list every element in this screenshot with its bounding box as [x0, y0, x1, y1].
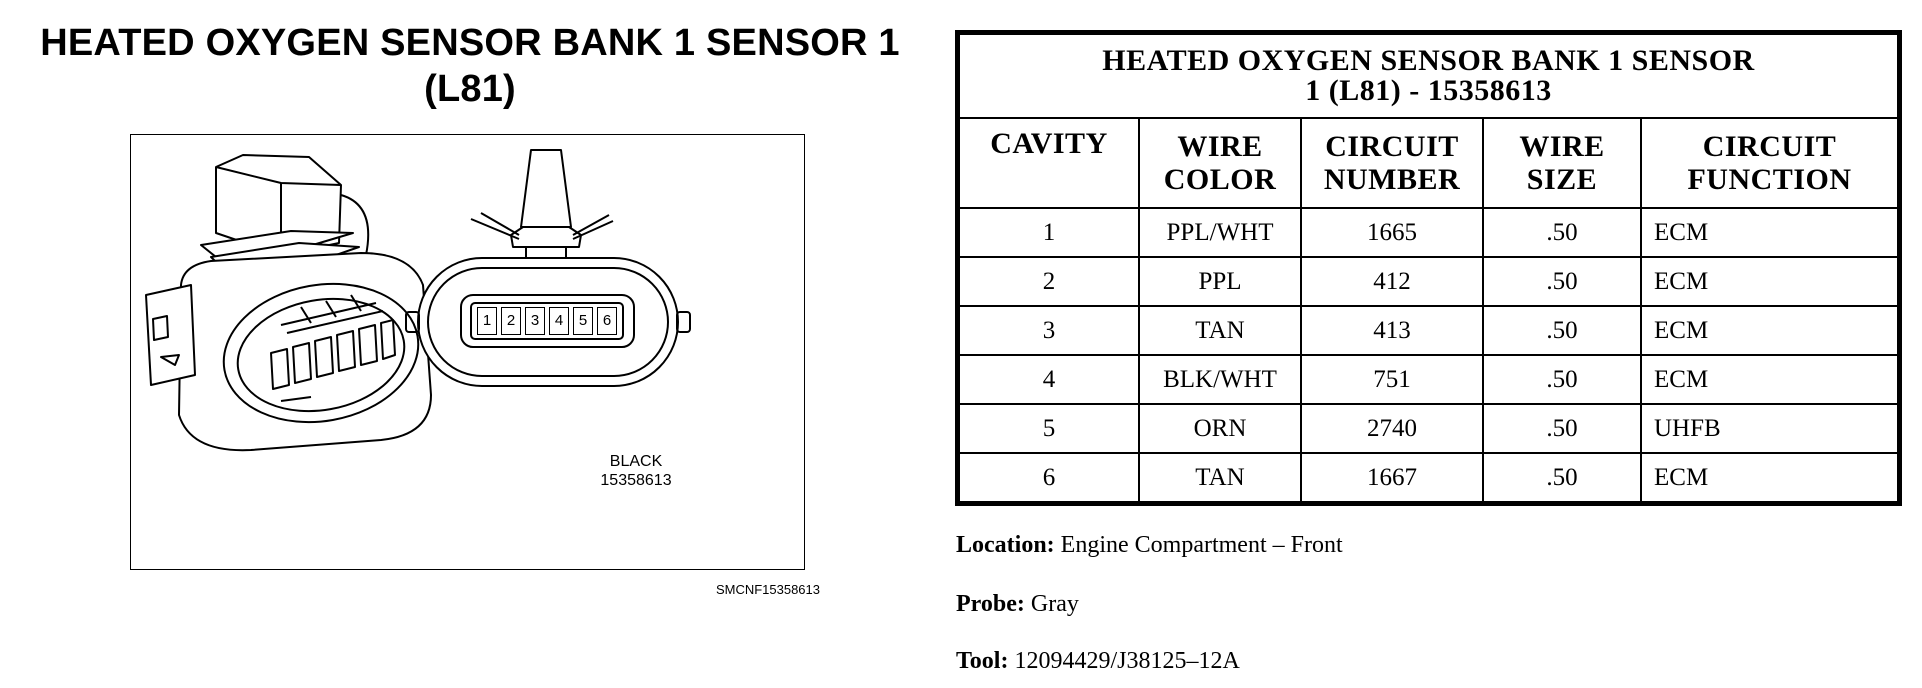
- connector-drawing: [145, 149, 691, 452]
- header-wire-size: WIRE SIZE: [1482, 117, 1642, 209]
- connector-illustration: 1 2 3 4 5 6: [130, 134, 805, 570]
- cell-circuit-number: 2740: [1300, 403, 1484, 454]
- table-title-row: HEATED OXYGEN SENSOR BANK 1 SENSOR 1 (L8…: [958, 33, 1899, 119]
- tool-label: Tool:: [956, 648, 1009, 674]
- cell-wire-size: .50: [1482, 403, 1642, 454]
- cell-wire-color: BLK/WHT: [1138, 354, 1302, 405]
- header-circuit-number: CIRCUIT NUMBER: [1300, 117, 1484, 209]
- cell-wire-color: PPL/WHT: [1138, 207, 1302, 258]
- cell-circuit-number: 412: [1300, 256, 1484, 307]
- cell-circuit-function: UHFB: [1640, 403, 1899, 454]
- table-title-line2: 1 (L81) - 15358613: [1305, 74, 1552, 107]
- cell-wire-size: .50: [1482, 256, 1642, 307]
- header-circuit-number-line1: CIRCUIT: [1325, 130, 1459, 163]
- header-wire-size-line2: SIZE: [1526, 163, 1598, 196]
- cell-wire-color: TAN: [1138, 452, 1302, 503]
- cell-circuit-number: 1665: [1300, 207, 1484, 258]
- cell-circuit-number: 1667: [1300, 452, 1484, 503]
- location-label: Location:: [956, 532, 1055, 558]
- location-line: Location: Engine Compartment – Front: [956, 532, 1343, 559]
- cavity-number-4: 4: [549, 307, 569, 335]
- cell-wire-color: TAN: [1138, 305, 1302, 356]
- header-wire-color: WIRE COLOR: [1138, 117, 1302, 209]
- table-title-line1: HEATED OXYGEN SENSOR BANK 1 SENSOR: [1102, 44, 1755, 77]
- cell-circuit-function: ECM: [1640, 207, 1899, 258]
- cell-circuit-function: ECM: [1640, 354, 1899, 405]
- figure-code: SMCNF15358613: [715, 582, 820, 597]
- header-circuit-function-line2: FUNCTION: [1687, 163, 1852, 196]
- table-row: 3 TAN 413 .50 ECM: [958, 305, 1899, 356]
- cell-cavity: 5: [958, 403, 1140, 454]
- header-wire-color-line2: COLOR: [1163, 163, 1277, 196]
- cell-cavity: 1: [958, 207, 1140, 258]
- table-row: 4 BLK/WHT 751 .50 ECM: [958, 354, 1899, 405]
- connector-part-number: 15358613: [600, 472, 672, 489]
- cell-circuit-function: ECM: [1640, 305, 1899, 356]
- cell-circuit-function: ECM: [1640, 452, 1899, 503]
- cavity-number-3: 3: [525, 307, 545, 335]
- cell-wire-size: .50: [1482, 452, 1642, 503]
- location-value: Engine Compartment – Front: [1060, 532, 1343, 558]
- connector-title-line2: (L81): [424, 68, 516, 110]
- cell-wire-size: .50: [1482, 354, 1642, 405]
- cell-wire-size: .50: [1482, 207, 1642, 258]
- header-circuit-function: CIRCUIT FUNCTION: [1640, 117, 1899, 209]
- cell-wire-size: .50: [1482, 305, 1642, 356]
- cell-circuit-number: 751: [1300, 354, 1484, 405]
- table-row: 6 TAN 1667 .50 ECM: [958, 452, 1899, 503]
- table-title: HEATED OXYGEN SENSOR BANK 1 SENSOR 1 (L8…: [958, 33, 1899, 119]
- connector-title: HEATED OXYGEN SENSOR BANK 1 SENSOR 1 (L8…: [20, 20, 920, 112]
- cell-cavity: 3: [958, 305, 1140, 356]
- table-row: 1 PPL/WHT 1665 .50 ECM: [958, 207, 1899, 258]
- probe-line: Probe: Gray: [956, 591, 1079, 618]
- cell-cavity: 2: [958, 256, 1140, 307]
- probe-value: Gray: [1030, 591, 1079, 617]
- tool-line: Tool: 12094429/J38125–12A: [956, 648, 1240, 675]
- header-circuit-function-line1: CIRCUIT: [1702, 130, 1837, 163]
- header-wire-color-line1: WIRE: [1177, 130, 1263, 163]
- header-cavity-line1: CAVITY: [990, 127, 1108, 160]
- tool-value: 12094429/J38125–12A: [1014, 648, 1240, 674]
- cavity-number-6: 6: [597, 307, 617, 335]
- connector-title-line1: HEATED OXYGEN SENSOR BANK 1 SENSOR 1: [40, 22, 900, 64]
- table-header-row: CAVITY WIRE COLOR CIRCUIT NUMBER WIRE SI…: [958, 117, 1899, 209]
- table-row: 2 PPL 412 .50 ECM: [958, 256, 1899, 307]
- connector-side-view: [145, 154, 432, 452]
- header-wire-size-line1: WIRE: [1519, 130, 1605, 163]
- cell-cavity: 4: [958, 354, 1140, 405]
- cavity-number-2: 2: [501, 307, 521, 335]
- cell-circuit-function: ECM: [1640, 256, 1899, 307]
- cavity-numbers: 1 2 3 4 5 6: [471, 303, 623, 339]
- connector-color-label: BLACK: [609, 453, 663, 470]
- table-row: 5 ORN 2740 .50 UHFB: [958, 403, 1899, 454]
- cell-wire-color: PPL: [1138, 256, 1302, 307]
- cavity-number-5: 5: [573, 307, 593, 335]
- probe-label: Probe:: [956, 591, 1025, 617]
- header-circuit-number-line2: NUMBER: [1323, 163, 1461, 196]
- cell-wire-color: ORN: [1138, 403, 1302, 454]
- cell-cavity: 6: [958, 452, 1140, 503]
- header-cavity: CAVITY: [958, 117, 1140, 209]
- cavity-number-1: 1: [477, 307, 497, 335]
- cell-circuit-number: 413: [1300, 305, 1484, 356]
- pinout-table: HEATED OXYGEN SENSOR BANK 1 SENSOR 1 (L8…: [955, 30, 1902, 506]
- connector-front-view: [405, 149, 691, 387]
